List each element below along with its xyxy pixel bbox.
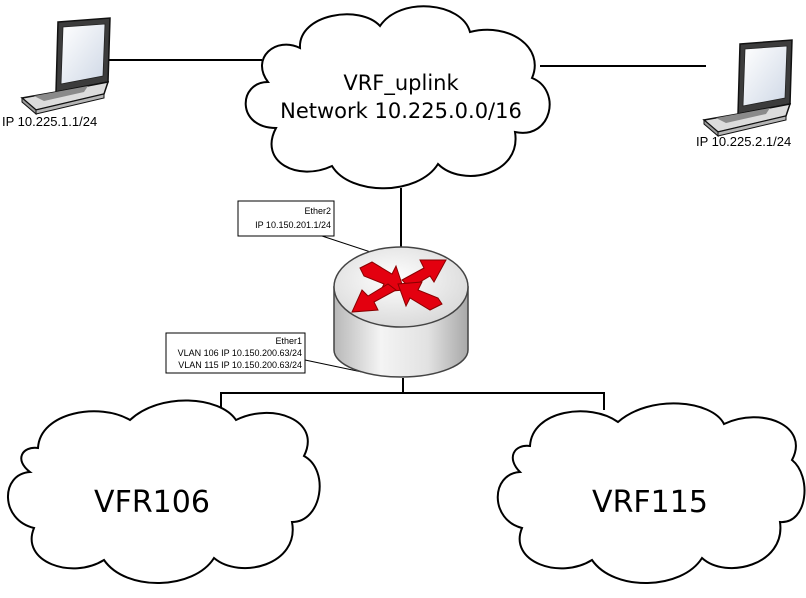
link-bus	[220, 392, 605, 410]
cloud-vfr106-label: VFR106	[94, 485, 210, 520]
ether1-vlan106: VLAN 106 IP 10.150.200.63/24	[178, 348, 302, 358]
callout-ether2-box	[237, 200, 335, 237]
cloud-vrf115: VRF115	[496, 402, 806, 584]
router-arrows-icon	[351, 259, 447, 313]
ether2-ip: IP 10.150.201.1/24	[255, 220, 331, 230]
ether1-vlan115: VLAN 115 IP 10.150.200.63/24	[178, 360, 302, 370]
callout-ether1-leader	[304, 359, 363, 373]
cloud-uplink-network: Network 10.225.0.0/16	[280, 99, 522, 123]
cloud-shape	[244, 5, 551, 190]
ether2-name: Ether2	[304, 206, 331, 216]
callout-ether2: Ether2 IP 10.150.201.1/24	[237, 200, 335, 237]
cloud-vrf-uplink: VRF_uplink Network 10.225.0.0/16	[244, 5, 551, 190]
cloud-vrf115-label: VRF115	[592, 485, 708, 520]
laptop-icon	[20, 17, 111, 116]
router	[333, 246, 469, 378]
cloud-uplink-title: VRF_uplink	[343, 71, 459, 96]
laptop-icon	[702, 39, 793, 138]
laptop-right: IP 10.225.2.1/24	[696, 39, 793, 149]
laptop-left: IP 10.225.1.1/24	[2, 17, 111, 129]
cloud-shape	[7, 399, 321, 584]
ether1-name: Ether1	[275, 336, 302, 346]
laptop-left-ip: IP 10.225.1.1/24	[2, 114, 97, 129]
cloud-shape	[496, 402, 806, 584]
callout-ether1-box	[165, 332, 306, 374]
callout-ether1: Ether1 VLAN 106 IP 10.150.200.63/24 VLAN…	[165, 332, 306, 374]
cloud-vfr106: VFR106	[7, 399, 321, 584]
laptop-right-ip: IP 10.225.2.1/24	[696, 134, 791, 149]
